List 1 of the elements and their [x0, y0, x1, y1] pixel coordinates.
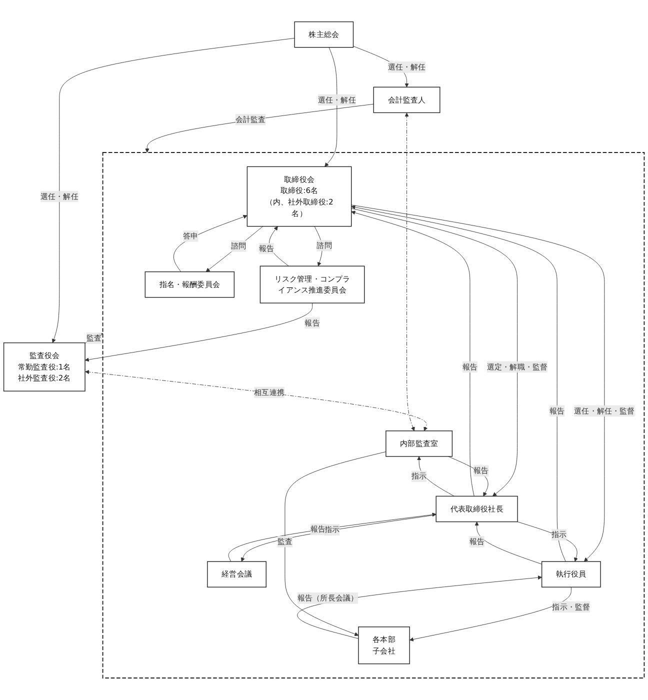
cluster	[102, 152, 645, 679]
